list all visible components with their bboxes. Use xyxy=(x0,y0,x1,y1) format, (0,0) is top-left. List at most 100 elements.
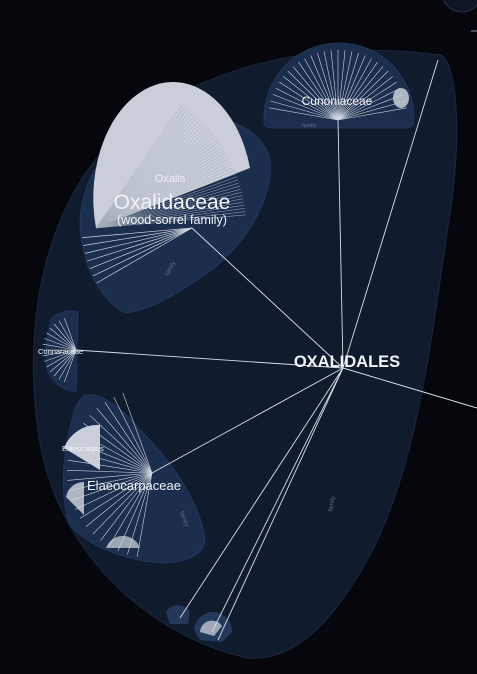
oxalidaceae-branch xyxy=(83,227,193,246)
oxalidaceae-label[interactable]: Oxalidaceae xyxy=(114,191,231,214)
elaeocarpaceae-branch xyxy=(83,422,153,474)
cunoniaceae-branch xyxy=(330,50,339,121)
oxalis-genus-label[interactable]: Oxalis xyxy=(155,173,186,185)
cunoniaceae-genus-wedge[interactable] xyxy=(393,88,409,108)
cunoniaceae-branch xyxy=(337,51,353,121)
oxalidaceae-branch xyxy=(92,227,193,277)
oxalidaceae-family[interactable]: Oxalis Oxalidaceae (wood-sorrel family) … xyxy=(79,82,272,314)
connaraceae-branch xyxy=(49,349,77,373)
oxalis-species-line xyxy=(95,179,239,229)
bottom-small-clades[interactable] xyxy=(166,605,233,642)
oxalis-species-line xyxy=(95,161,231,229)
oxalis-species-line xyxy=(95,144,221,229)
oxalidaceae-branch xyxy=(84,227,193,254)
connaraceae-branch xyxy=(53,349,77,377)
connaraceae-family[interactable]: Connaraceae xyxy=(38,310,83,393)
neighbor-clade-bubble[interactable] xyxy=(442,0,477,13)
cunoniaceae-branch xyxy=(337,70,389,121)
connaraceae-branch xyxy=(64,317,77,351)
elaeocarpaceae-branch xyxy=(89,415,153,474)
oxalis-species-line xyxy=(95,128,209,229)
cunoniaceae-branch xyxy=(292,66,339,121)
small-clade-2-genus[interactable] xyxy=(200,620,222,636)
oxalis-species-line xyxy=(95,170,235,229)
connaraceae-branch xyxy=(64,349,77,383)
cunoniaceae-bubble[interactable] xyxy=(263,42,415,129)
oxalis-species-line xyxy=(95,208,245,229)
oxalis-species-line xyxy=(95,167,234,229)
elaeocarpaceae-genus-wedge-3[interactable] xyxy=(106,535,140,548)
elaeocarpaceae-branch xyxy=(67,472,153,481)
cunoniaceae-branch xyxy=(337,81,397,121)
cunoniaceae-branch xyxy=(304,58,339,121)
oxalis-species-line xyxy=(95,119,200,229)
oxalis-species-line xyxy=(95,192,242,229)
oxalis-species-line xyxy=(95,126,207,229)
order-branches xyxy=(75,59,439,641)
oxalis-species-line xyxy=(95,173,236,229)
connaraceae-branch xyxy=(43,349,77,362)
connaraceae-branch xyxy=(42,349,77,357)
elaeocarpaceae-branch xyxy=(113,396,153,474)
oxalis-species-line xyxy=(95,152,227,229)
connaraceae-branch xyxy=(43,338,77,351)
oxalis-species-line xyxy=(95,112,193,229)
oxalidales-order-label[interactable]: OXALIDALES xyxy=(294,353,400,371)
oxalis-species-line xyxy=(95,158,230,229)
cunoniaceae-branch xyxy=(275,87,339,121)
elaeocarpaceae-branch xyxy=(71,472,153,501)
elaeocarpus-genus-label[interactable]: Elaeocarpus xyxy=(62,444,104,453)
cunoniaceae-branch xyxy=(269,107,339,121)
oxalis-species-line xyxy=(95,204,245,229)
elaeocarpaceae-branch xyxy=(85,472,153,527)
elaeocarpaceae-branch xyxy=(79,472,153,519)
oxalis-species-line xyxy=(95,188,241,229)
oxalis-species-line xyxy=(95,133,214,229)
connaraceae-branch xyxy=(58,320,77,351)
cunoniaceae-branch xyxy=(272,94,339,121)
oxalis-species-line xyxy=(95,136,216,229)
oxalidaceae-branch xyxy=(86,227,193,262)
oxalis-species-line xyxy=(95,104,183,229)
cunoniaceae-branch xyxy=(337,100,406,121)
cunoniaceae-branch xyxy=(337,53,359,121)
elaeocarpus-genus-wedge[interactable] xyxy=(64,424,100,470)
cunoniaceae-branch xyxy=(323,51,339,121)
cunoniaceae-branch xyxy=(337,66,384,121)
elaeocarpaceae-branch xyxy=(117,472,153,552)
oxalis-species-line xyxy=(95,214,246,229)
cunoniaceae-branch xyxy=(287,70,339,121)
elaeocarpaceae-label[interactable]: Elaeocarpaceae xyxy=(87,478,181,493)
connaraceae-label[interactable]: Connaraceae xyxy=(38,347,83,356)
cunoniaceae-label[interactable]: Cunoniaceae xyxy=(302,94,373,108)
oxalidaceae-branch xyxy=(82,227,193,238)
connaraceae-branch xyxy=(58,349,77,380)
oxalis-species-line xyxy=(95,182,240,229)
cunoniaceae-branch xyxy=(337,94,404,121)
cunoniaceae-branch xyxy=(337,62,378,121)
elaeocarpaceae-branches xyxy=(66,392,153,557)
cunoniaceae-family-tag: family xyxy=(302,123,317,129)
connaraceae-branch xyxy=(46,349,77,368)
elaeocarpaceae-branch xyxy=(68,472,153,491)
elaeocarpaceae-branch xyxy=(136,472,153,557)
oxalis-species-line xyxy=(95,185,241,229)
oxalis-species-line xyxy=(95,121,203,229)
cunoniaceae-branch xyxy=(310,55,339,121)
oxalis-species-line xyxy=(95,117,198,229)
cunoniaceae-branch xyxy=(279,81,339,121)
elaeocarpaceae-family-tag: family xyxy=(178,511,189,528)
elaeocarpaceae-branch xyxy=(127,472,153,555)
oxalis-species-line xyxy=(95,108,188,229)
oxalidaceae-common-name[interactable]: (wood-sorrel family) xyxy=(117,213,227,227)
oxalidaceae-branch xyxy=(89,227,193,269)
cunoniaceae-branch xyxy=(337,87,401,121)
cunoniaceae-family[interactable] xyxy=(263,42,415,129)
elaeocarpaceae-branch xyxy=(108,472,153,547)
small-clade-1[interactable] xyxy=(166,605,190,624)
cunoniaceae-branch xyxy=(337,55,366,121)
elaeocarpaceae-family[interactable]: Elaeocarpus Elaeocarpaceae family xyxy=(62,392,206,564)
cunoniaceae-branch xyxy=(337,58,372,121)
